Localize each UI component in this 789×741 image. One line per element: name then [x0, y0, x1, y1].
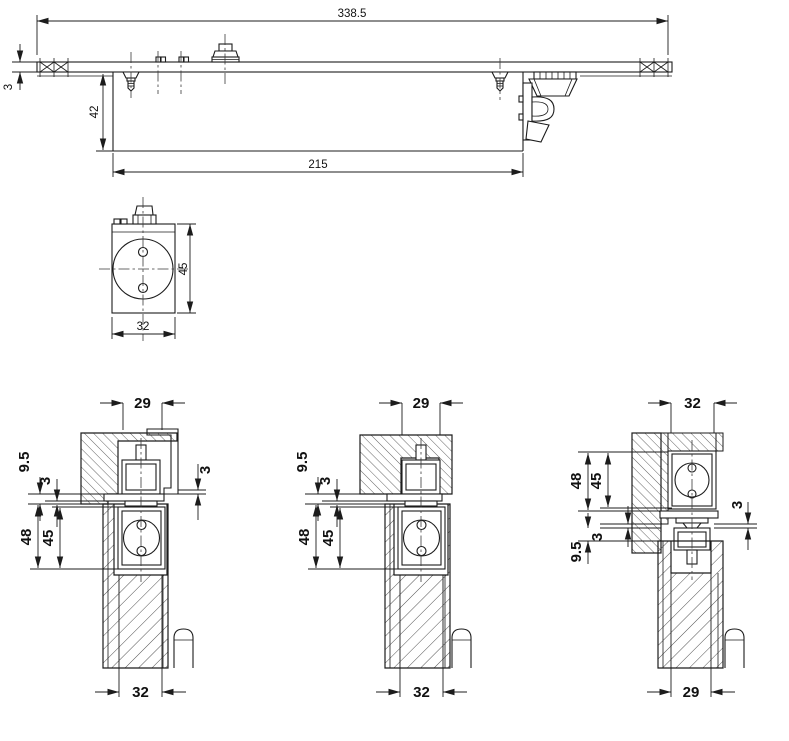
front-view: 45 32 — [99, 197, 196, 341]
dim-body-height: 42 — [89, 74, 114, 152]
d1-angle-bracket — [146, 428, 179, 495]
d3-dim-label-side-gap: 3 — [729, 501, 746, 509]
d2-closer-body — [397, 506, 446, 570]
d1-dim-label-top: 29 — [134, 395, 151, 412]
d1-door-handle — [173, 628, 194, 668]
body-front — [111, 223, 176, 314]
dim-body-length: 215 — [112, 153, 524, 177]
d2-dim-label-frame-offset: 9.5 — [294, 452, 311, 473]
valve-cap-front — [134, 205, 154, 216]
d1-dim-left: 9.5 3 48 45 — [16, 452, 118, 570]
d3-door-handle — [724, 628, 745, 668]
dim-label-front-width: 32 — [137, 321, 150, 333]
fixing-screw-left — [122, 52, 140, 98]
d2-dim-top: 29 — [379, 395, 463, 435]
d3-dim-label-door-gap: 3 — [589, 533, 606, 541]
fixing-slots-right — [639, 58, 669, 77]
d1-dim-top: 29 — [100, 395, 185, 430]
d3-dim-label-bottom: 29 — [683, 684, 700, 701]
d3-frame-section — [631, 432, 724, 554]
d2-dim-label-mount-depth: 48 — [296, 529, 313, 546]
d3-dim-label-frame-offset: 9.5 — [568, 542, 585, 563]
detail-right: 32 — [568, 395, 757, 701]
slide-rail — [36, 58, 673, 77]
dim-overall-length: 338.5 — [36, 8, 669, 55]
d3-rail-plate — [659, 510, 719, 519]
fixing-screw-right — [491, 58, 509, 100]
dim-front-width: 32 — [111, 317, 176, 339]
slide-arm-assembly — [518, 71, 578, 143]
d3-dim-label-top: 32 — [684, 395, 701, 412]
closer-body-outline — [112, 72, 524, 152]
d2-dim-bottom: 32 — [376, 575, 467, 701]
detail-left: 29 — [16, 395, 214, 701]
d2-dim-label-top: 29 — [413, 395, 430, 412]
d2-dim-label-door-gap: 3 — [317, 477, 334, 485]
d2-dim-label-body-height: 45 — [320, 530, 337, 547]
d1-dim-label-frame-offset: 9.5 — [16, 452, 33, 473]
valve-cap — [211, 34, 240, 84]
dim-label-front-height: 45 — [178, 263, 190, 276]
d1-dim-label-door-gap: 3 — [37, 477, 54, 485]
d1-dim-label-bracket-gap: 3 — [197, 466, 214, 474]
d3-dim-bottom: 29 — [647, 573, 735, 701]
d1-dim-label-body-height: 45 — [40, 530, 57, 547]
d3-dim-label-body-height: 45 — [588, 473, 605, 490]
dim-front-height: 45 — [177, 223, 196, 314]
d3-dim-top: 32 — [648, 395, 737, 433]
detail-middle: 29 — [294, 395, 472, 701]
dim-plate-thickness: 3 — [3, 44, 37, 90]
d1-dim-label-mount-depth: 48 — [18, 529, 35, 546]
d1-dim-bracket-gap: 3 — [178, 464, 214, 520]
fixing-slots-left — [39, 58, 69, 77]
top-view: 338.5 — [3, 8, 673, 177]
d2-rail-plate — [386, 493, 443, 502]
d1-dim-label-bottom: 32 — [132, 684, 149, 701]
d2-dim-label-bottom: 32 — [413, 684, 430, 701]
d3-dim-side-gap: 3 — [729, 501, 752, 550]
d2-door-handle — [451, 628, 472, 668]
dim-label-plate-thickness: 3 — [3, 84, 15, 90]
dim-label-body-height: 42 — [89, 106, 101, 119]
d3-dim-left: 48 45 3 9.5 — [568, 451, 672, 564]
d1-closer-body — [117, 506, 166, 570]
d3-dim-label-mount-depth: 48 — [568, 473, 585, 490]
d1-rail-plate — [103, 493, 165, 502]
d1-dim-bottom: 32 — [95, 575, 186, 701]
d2-dim-left: 9.5 3 48 45 — [294, 452, 398, 570]
dim-label-overall: 338.5 — [338, 8, 367, 20]
dim-label-body-length: 215 — [308, 159, 327, 171]
retainer-clips — [155, 51, 190, 94]
